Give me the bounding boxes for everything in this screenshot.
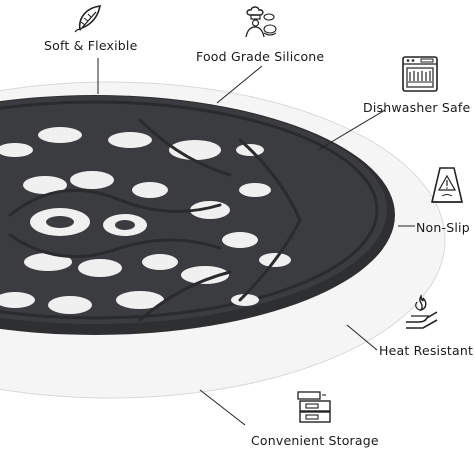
feature-non-slip: Non-Slip — [416, 220, 470, 235]
feature-convenient-storage: Convenient Storage — [251, 433, 379, 448]
chef-food-icon — [245, 6, 277, 38]
dishwasher-icon — [402, 56, 438, 92]
feature-soft-flexible: Soft & Flexible — [44, 38, 138, 53]
storage-box-icon — [297, 391, 331, 423]
wet-floor-sign-icon — [430, 167, 464, 203]
trivet — [0, 95, 395, 335]
feature-dishwasher-safe: Dishwasher Safe — [363, 100, 471, 115]
feature-food-grade-silicone: Food Grade Silicone — [196, 49, 325, 64]
feature-heat-resistant: Heat Resistant — [379, 343, 474, 358]
feather-icon — [74, 5, 102, 33]
flame-hand-icon — [406, 294, 438, 329]
